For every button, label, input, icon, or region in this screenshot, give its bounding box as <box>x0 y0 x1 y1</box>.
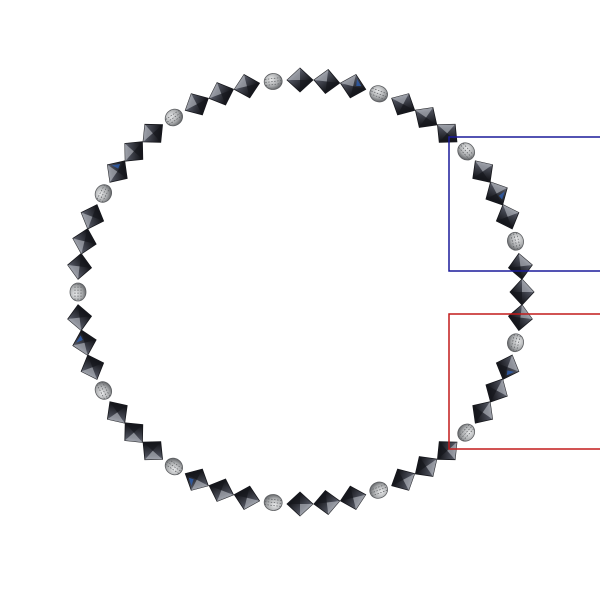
metal-spacer-bead <box>369 85 388 103</box>
crystal-bead <box>233 485 261 510</box>
crystal-bead <box>339 485 367 510</box>
crystal-bead <box>80 204 105 230</box>
metal-spacer-bead <box>263 73 283 90</box>
crystal-bead <box>313 490 341 515</box>
metal-spacer-bead <box>369 481 388 499</box>
blue-highlight-box <box>448 136 600 272</box>
crystal-bead <box>414 107 438 128</box>
crystal-bead <box>184 468 209 491</box>
crystal-bead <box>507 304 533 332</box>
crystal-bead <box>495 204 520 230</box>
crystal-bead <box>184 93 209 116</box>
crystal-bead <box>509 278 535 306</box>
metal-spacer-bead <box>457 423 476 442</box>
bead-ring <box>67 67 535 517</box>
crystal-bead <box>472 401 494 424</box>
crystal-bead <box>507 252 533 280</box>
metal-spacer-bead <box>507 333 524 353</box>
crystal-bead <box>106 160 128 183</box>
crystal-bead <box>495 354 520 380</box>
crystal-bead <box>472 160 494 183</box>
crystal-bead <box>286 491 314 517</box>
crystal-bead <box>142 441 163 461</box>
crystal-bead <box>437 123 458 143</box>
crystal-bead <box>391 93 416 116</box>
crystal-bead <box>208 82 235 106</box>
crystal-bead <box>437 441 458 461</box>
crystal-bead <box>80 354 105 380</box>
crystal-bead <box>208 478 235 502</box>
metal-spacer-bead <box>164 108 183 127</box>
metal-spacer-bead <box>94 381 113 400</box>
crystal-bead <box>67 304 93 332</box>
crystal-bead <box>233 74 261 99</box>
crystal-bead <box>313 69 341 94</box>
crystal-bead <box>391 468 416 491</box>
metal-spacer-bead <box>94 184 113 203</box>
crystal-bead <box>72 329 97 356</box>
crystal-bead <box>339 74 367 99</box>
crystal-bead <box>485 181 508 206</box>
crystal-bead <box>414 456 438 477</box>
red-highlight-box <box>448 313 600 450</box>
crystal-bead <box>124 422 144 443</box>
metal-spacer-bead <box>164 457 183 476</box>
metal-spacer-bead <box>263 494 283 511</box>
crystal-bead <box>286 67 314 93</box>
metal-spacer-bead <box>457 142 476 161</box>
crystal-bead <box>72 228 97 255</box>
crystal-bead <box>67 252 93 280</box>
crystal-bead <box>124 141 144 162</box>
metal-spacer-bead <box>507 231 524 251</box>
crystal-bead <box>106 401 128 424</box>
crystal-bead <box>485 378 508 403</box>
crystal-bead <box>142 123 163 143</box>
metal-spacer-bead <box>69 282 87 302</box>
